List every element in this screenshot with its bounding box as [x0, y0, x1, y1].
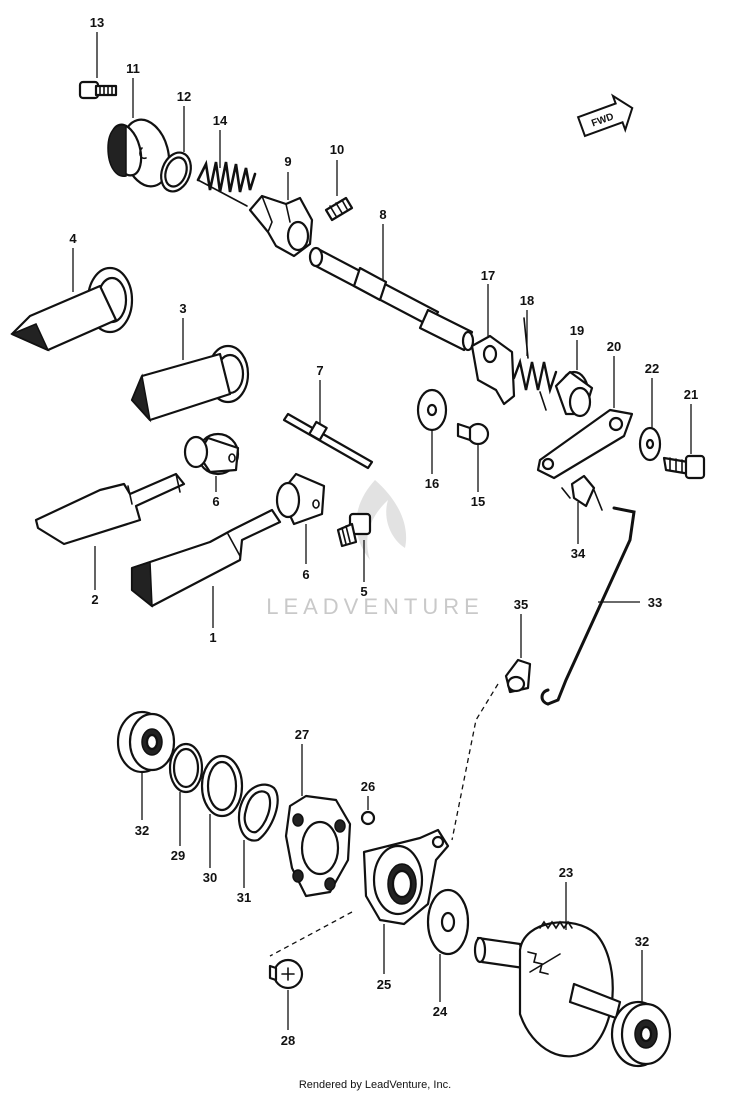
- callout-24: 24: [433, 1004, 448, 1019]
- part-29-snap-ring: [168, 742, 204, 794]
- part-30-ring: [200, 754, 244, 818]
- callout-15: 15: [471, 494, 485, 509]
- part-12-o-ring: [160, 151, 192, 193]
- callout-16: 16: [425, 476, 439, 491]
- part-17-plate: [470, 334, 516, 406]
- part-22-washer: [638, 426, 662, 462]
- callout-4: 4: [69, 231, 77, 246]
- callout-6-upper: 6: [212, 494, 219, 509]
- part-25-kick-starter: [362, 828, 450, 926]
- callout-28: 28: [281, 1033, 295, 1048]
- part-33-rod: [540, 506, 636, 706]
- part-5-bolt: [336, 512, 372, 548]
- part-27-plate: [284, 794, 352, 898]
- part-32-bearing-right: [610, 1000, 672, 1068]
- part-23-kick-starter-gear: [473, 920, 622, 1058]
- render-credit: Rendered by LeadVenture, Inc.: [298, 1079, 452, 1091]
- leadventure-watermark: LEADVENTURE: [266, 480, 484, 619]
- part-1-valve-body: [130, 508, 282, 608]
- callout-27: 27: [295, 727, 309, 742]
- callout-12: 12: [177, 89, 191, 104]
- callout-31: 31: [237, 890, 251, 905]
- callout-30: 30: [203, 870, 217, 885]
- callout-32-left: 32: [135, 823, 149, 838]
- callout-19: 19: [570, 323, 584, 338]
- callout-6-lower: 6: [302, 567, 309, 582]
- callout-18: 18: [520, 293, 534, 308]
- part-13-bolt: [78, 80, 118, 100]
- part-6-collar-lower: [275, 472, 326, 526]
- part-4-exhaust-valve: [10, 266, 134, 352]
- callout-8: 8: [379, 207, 386, 222]
- part-32-bearing-left: [116, 710, 176, 774]
- part-20-lever: [536, 408, 634, 480]
- part-34-clip: [561, 474, 603, 511]
- part-18-torsion-spring: [512, 317, 558, 411]
- callout-25: 25: [377, 977, 391, 992]
- part-21-bolt: [662, 454, 706, 480]
- assembly-line-lower: [269, 911, 353, 957]
- callout-35: 35: [514, 597, 528, 612]
- callout-14: 14: [213, 113, 228, 128]
- part-28-screw: [268, 958, 304, 990]
- part-35-clip: [504, 658, 532, 694]
- part-31-gasket: [237, 783, 279, 842]
- part-16-washer: [416, 388, 448, 432]
- part-6-collar-upper: [183, 432, 240, 476]
- callout-7: 7: [316, 363, 323, 378]
- callout-32-right: 32: [635, 934, 649, 949]
- callout-33: 33: [648, 595, 662, 610]
- part-26-steel-ball: [360, 810, 376, 826]
- part-8-shaft: [308, 246, 475, 352]
- callout-2: 2: [91, 592, 98, 607]
- part-3-exhaust-valve: [130, 344, 250, 423]
- part-14-spring: [196, 159, 257, 207]
- callout-34: 34: [571, 546, 586, 561]
- part-9-valve-holder: [248, 194, 314, 258]
- callout-11: 11: [126, 61, 140, 76]
- callout-10: 10: [330, 142, 344, 157]
- part-11-cap: [107, 118, 171, 188]
- callout-20: 20: [607, 339, 621, 354]
- callout-23: 23: [559, 865, 573, 880]
- callout-labels: 13 11 12 14 9 10 8 4 3 7 6 6 2 1 5 16 15…: [69, 15, 698, 1048]
- part-24-washer: [426, 888, 470, 956]
- callout-3: 3: [179, 301, 186, 316]
- callout-22: 22: [645, 361, 659, 376]
- part-7-pin: [282, 412, 374, 470]
- callout-21: 21: [684, 387, 698, 402]
- callout-29: 29: [171, 848, 185, 863]
- callout-17: 17: [481, 268, 495, 283]
- watermark-label: LEADVENTURE: [266, 594, 484, 619]
- forward-arrow-icon: FWD: [576, 93, 634, 138]
- callout-13: 13: [90, 15, 104, 30]
- callout-5: 5: [360, 584, 367, 599]
- callout-26: 26: [361, 779, 375, 794]
- callout-1: 1: [209, 630, 216, 645]
- part-10-screw: [324, 196, 354, 222]
- part-19-collar: [554, 370, 594, 418]
- callout-9: 9: [284, 154, 291, 169]
- part-2-valve-body: [34, 472, 186, 546]
- part-15-screw: [456, 422, 490, 446]
- assembly-line-upper: [451, 683, 499, 841]
